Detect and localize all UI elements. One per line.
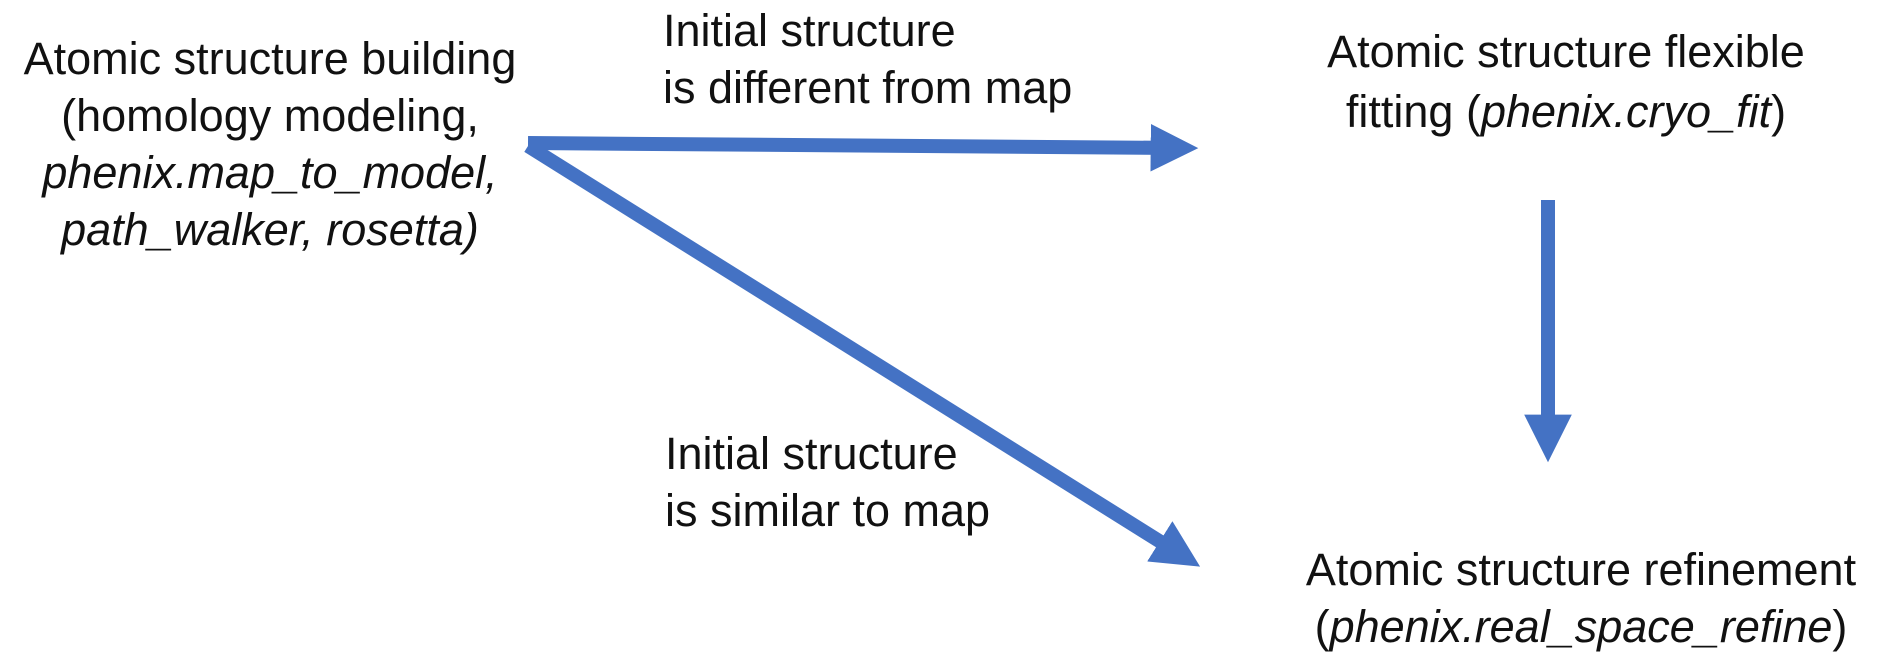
edge-label-different-line1: Initial structure — [663, 5, 956, 56]
edge-label-similar-line1: Initial structure — [665, 428, 958, 479]
edge-label-different-from-map: Initial structure is different from map — [663, 2, 1072, 116]
node-flexible-line1: Atomic structure flexible — [1327, 26, 1805, 77]
node-structure-building: Atomic structure building (homology mode… — [5, 30, 535, 258]
node-flexible-line2: fitting (phenix.cryo_fit) — [1286, 82, 1846, 142]
node-flexible-line2-prefix: fitting ( — [1345, 86, 1481, 137]
edge-label-similar-line2: is similar to map — [665, 485, 991, 536]
node-refinement-line2-prefix: ( — [1314, 601, 1330, 652]
node-flexible-line2-suffix: ) — [1771, 86, 1787, 137]
arrow-building-to-flexible-fitting — [527, 123, 1199, 172]
node-refinement-line2-suffix: ) — [1832, 601, 1848, 652]
node-building-line4: path_walker, rosetta) — [61, 204, 479, 255]
node-building-line3: phenix.map_to_model, — [42, 147, 498, 198]
node-flexible-line2-program: phenix.cryo_fit — [1480, 86, 1772, 137]
edge-label-similar-to-map: Initial structure is similar to map — [665, 425, 990, 539]
node-refinement-line2-program: phenix.real_space_refine — [1329, 601, 1833, 652]
node-refinement-line2: (phenix.real_space_refine) — [1279, 598, 1883, 655]
edge-label-different-line2: is different from map — [663, 62, 1073, 113]
node-structure-refinement: Atomic structure refinement (phenix.real… — [1279, 541, 1883, 655]
node-flexible-fitting: Atomic structure flexible fitting (pheni… — [1286, 22, 1846, 142]
node-building-line1: Atomic structure building — [23, 33, 517, 84]
node-refinement-line1: Atomic structure refinement — [1305, 544, 1857, 595]
node-building-line2: (homology modeling, — [61, 90, 479, 141]
arrow-building-to-refinement — [524, 140, 1201, 567]
